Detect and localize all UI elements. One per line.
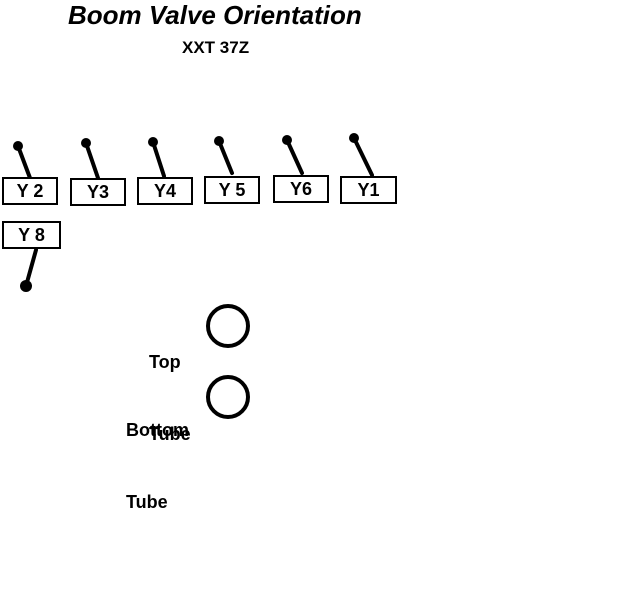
valve-y2: Y 2 <box>2 177 58 205</box>
valve-handle-y3 <box>84 141 100 180</box>
diagram-title: Boom Valve Orientation <box>68 0 362 30</box>
valve-y1: Y1 <box>340 176 397 204</box>
bottom-tube-label: Bottom Tube <box>126 370 189 538</box>
valve-handle-y8 <box>24 248 38 288</box>
valve-y3: Y3 <box>70 178 126 206</box>
valve-handle-y1 <box>352 136 374 177</box>
bottom-tube-circle <box>206 375 250 419</box>
valve-y6: Y6 <box>273 175 329 203</box>
valve-handle-y2 <box>16 144 32 180</box>
valve-knob-y5 <box>214 136 224 146</box>
valve-knob-y1 <box>349 133 359 143</box>
top-tube-label-line1: Top <box>149 352 181 372</box>
valve-handle-y6 <box>285 138 304 175</box>
top-tube-circle <box>206 304 250 348</box>
valve-y4: Y4 <box>137 177 193 205</box>
top-tube-label: Top Tube <box>149 302 191 470</box>
diagram-subtitle: XXT 37Z <box>182 38 250 57</box>
valve-y5: Y 5 <box>204 176 260 204</box>
valve-handle-y5 <box>217 139 234 175</box>
valve-y8: Y 8 <box>2 221 61 249</box>
top-tube-label-line2: Tube <box>149 424 191 444</box>
valve-knob-y8 <box>20 280 32 292</box>
valve-knob-y2 <box>13 141 23 151</box>
valve-knob-y3 <box>81 138 91 148</box>
bottom-tube-label-line2: Tube <box>126 492 168 512</box>
valve-handle-y4 <box>151 140 166 178</box>
valve-knob-y4 <box>148 137 158 147</box>
bottom-tube-label-line1: Bottom <box>126 420 189 440</box>
valve-knob-y6 <box>282 135 292 145</box>
